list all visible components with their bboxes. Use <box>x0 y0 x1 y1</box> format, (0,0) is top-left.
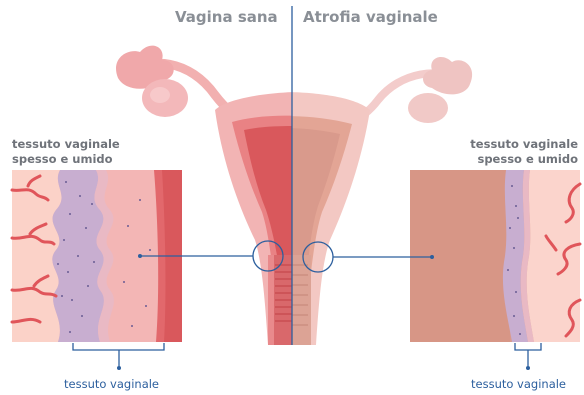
atrophic-tissue-closeup <box>410 170 580 342</box>
right-tissue-label: tessuto vaginale spesso e umido <box>470 137 578 167</box>
atrophy-title: Atrofia vaginale <box>303 8 438 26</box>
right-bracket <box>515 343 541 366</box>
left-tissue-label: tessuto vaginale spesso e umido <box>12 137 120 167</box>
healthy-title: Vagina sana <box>175 8 278 26</box>
left-label-line1: tessuto vaginale <box>12 137 120 152</box>
right-label-line1: tessuto vaginale <box>470 137 578 152</box>
left-label-line2: spesso e umido <box>12 152 120 167</box>
left-bottom-label: tessuto vaginale <box>64 377 159 391</box>
right-label-line2: spesso e umido <box>470 152 578 167</box>
left-bracket <box>73 343 164 366</box>
right-bottom-label: tessuto vaginale <box>471 377 566 391</box>
